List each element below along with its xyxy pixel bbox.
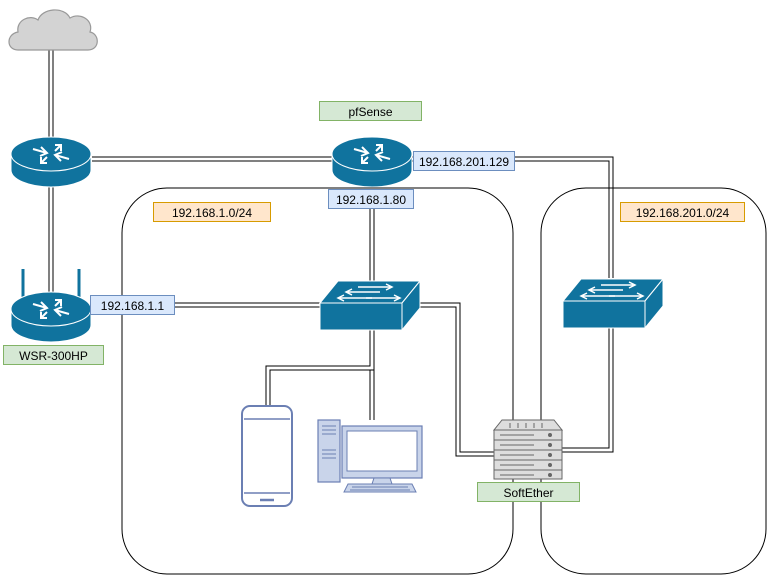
ip-wsr-label: 192.168.1.1 — [90, 295, 175, 315]
ip-pfsense-wan: 192.168.201.129 — [413, 151, 515, 171]
zone-vpn — [540, 187, 767, 575]
ip-pfsense-lan: 192.168.1.80 — [328, 189, 414, 209]
link-lanswitch-pc — [369, 370, 375, 420]
link-router-pfsense — [92, 156, 332, 162]
server-icon — [492, 419, 564, 480]
wireless-router-icon — [10, 269, 92, 343]
subnet-lan-label: 192.168.1.0/24 — [153, 202, 271, 222]
link-vpnswitch-softether — [562, 328, 614, 453]
smartphone-icon — [241, 405, 293, 507]
wsr-label: WSR-300HP — [3, 345, 104, 365]
softether-label: SoftEther — [477, 482, 580, 502]
link-pfsense-lanswitch — [369, 206, 375, 281]
vpn-switch-icon — [561, 277, 665, 330]
link-cloud-router — [48, 50, 54, 137]
zone-lan — [121, 187, 514, 575]
link-lanswitch-devices — [265, 330, 375, 406]
link-router-wsr — [48, 187, 54, 292]
lan-switch-icon — [318, 279, 422, 332]
router-icon — [10, 136, 92, 188]
cloud-icon — [8, 9, 98, 51]
subnet-vpn-label: 192.168.201.0/24 — [620, 202, 745, 222]
pfsense-router-icon — [331, 136, 413, 188]
links — [48, 50, 614, 457]
pfsense-label: pfSense — [319, 101, 422, 121]
link-wsr-lanswitch — [172, 302, 322, 308]
link-lanswitch-softether — [414, 302, 494, 457]
desktop-pc-icon — [317, 419, 423, 493]
